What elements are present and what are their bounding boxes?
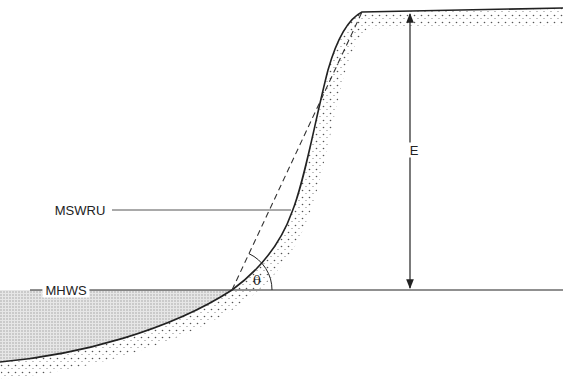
level-label: MHWS bbox=[42, 283, 89, 298]
mhws-line bbox=[30, 289, 563, 290]
cliff-profile bbox=[0, 8, 563, 362]
angle-arc bbox=[249, 254, 272, 290]
slope-line bbox=[232, 12, 362, 290]
mswru-line bbox=[112, 210, 291, 211]
level-label: MSWRU bbox=[52, 203, 109, 218]
angle-label: θ bbox=[252, 273, 262, 288]
elevation-label: E bbox=[407, 143, 422, 158]
cliff-stipple bbox=[0, 8, 563, 362]
